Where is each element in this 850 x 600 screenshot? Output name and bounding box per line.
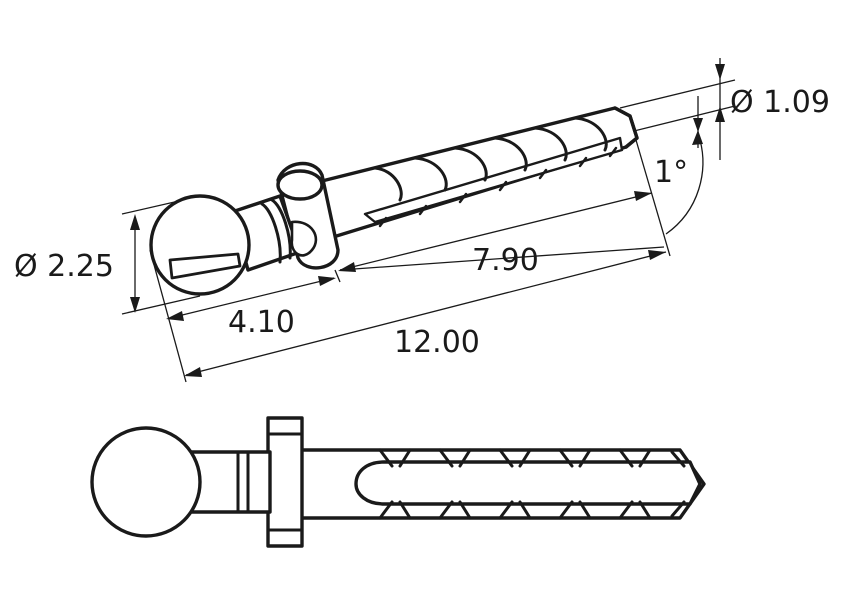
shank-length-label: 7.90 xyxy=(472,243,539,278)
tip-diameter-label: Ø 1.09 xyxy=(730,85,830,120)
side-flange xyxy=(266,416,304,548)
isometric-view: Ø 2.25 4.10 7.90 12.00 Ø 1.09 1° xyxy=(14,58,830,383)
ball-diameter-label: Ø 2.25 xyxy=(14,249,114,284)
dim-tip-angle xyxy=(665,130,704,235)
side-view xyxy=(90,416,706,548)
overall-length-label: 12.00 xyxy=(394,325,480,360)
thread-pattern-top xyxy=(378,448,686,468)
thread-pattern-bottom xyxy=(378,500,686,520)
dim-ball-diameter xyxy=(130,214,140,313)
tip-angle-label: 1° xyxy=(654,155,688,190)
side-ball xyxy=(90,426,202,538)
dim-head-length xyxy=(166,276,336,321)
flange xyxy=(276,161,340,270)
ball-head xyxy=(149,194,251,296)
side-neck xyxy=(190,450,272,514)
dim-shank-length xyxy=(338,191,665,272)
dim-tip-diameter xyxy=(693,58,725,160)
head-length-label: 4.10 xyxy=(228,305,295,340)
bolt-shank xyxy=(316,106,639,240)
dim-overall-length xyxy=(184,250,667,377)
